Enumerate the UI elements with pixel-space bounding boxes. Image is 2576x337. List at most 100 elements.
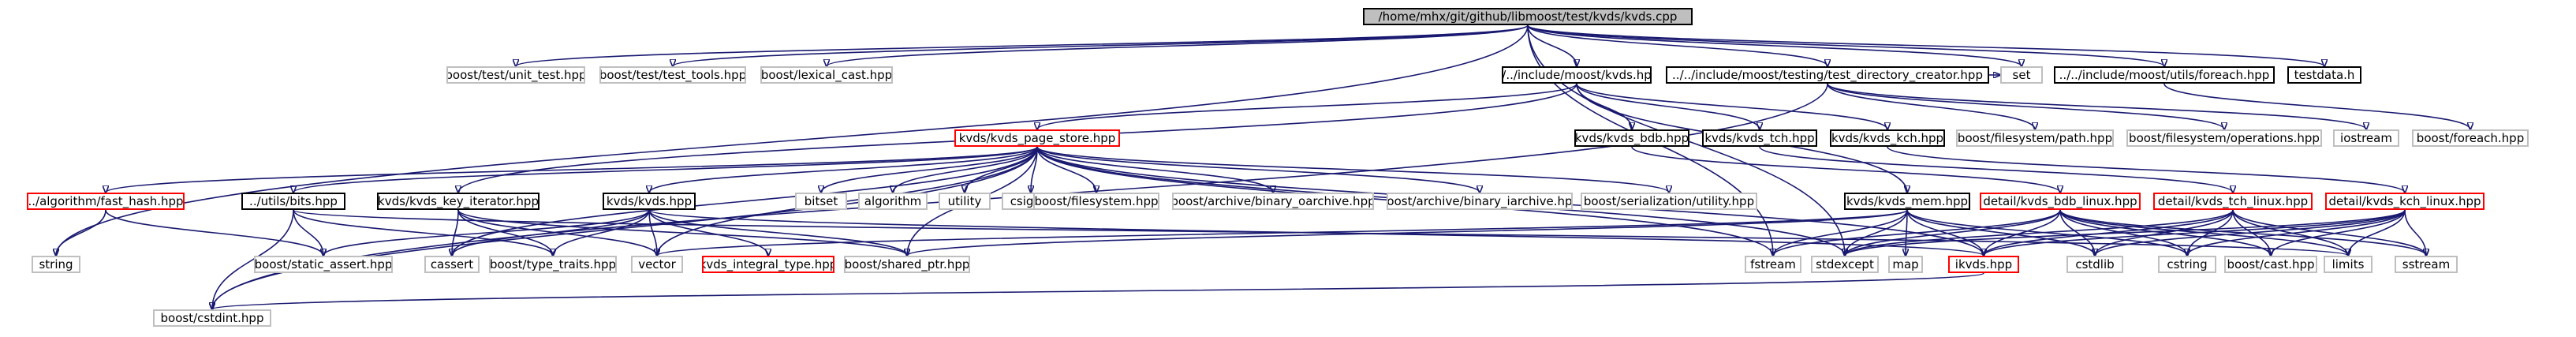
edge-page_store-to-bitset [821,146,1038,193]
node-bitset[interactable]: bitset [795,193,847,210]
edge-bdb_linux-to-stdexcept [1845,209,2061,256]
edge-kvds_kvds-to-integral_type [648,209,768,256]
node-boost-lexical-cast[interactable]: boost/lexical_cast.hpp [760,66,893,84]
edge-bdb_linux-to-fstream [1773,209,2061,256]
edge-fast_hash-to-static_assert [105,209,323,256]
edge-page_store-to-bin_iarchive [1036,146,1480,193]
edge-kvds_kvds-to-static_assert [323,209,650,256]
edge-kch_linux-to-ikvds [1984,209,2406,256]
node-kvds-bdb[interactable]: kvds/kvds_bdb.hpp [1574,129,1689,147]
node-utility[interactable]: utility [939,193,991,210]
node-cassert[interactable]: cassert [424,256,480,273]
node-kvds-cpp[interactable]: /home/mhx/git/github/libmoost/test/kvds/… [1363,8,1693,25]
edge-root-to-test_dir [1527,24,1827,66]
node-cstring[interactable]: cstring [2158,256,2216,273]
node-boost-test-test-tools[interactable]: boost/test/test_tools.hpp [599,66,746,84]
node-boost-test-unit-test[interactable]: boost/test/unit_test.hpp [446,66,585,84]
edge-kch_linux-to-sstream [2404,209,2426,256]
edge-kvds_mem-to-cstdlib [1906,209,2095,256]
node-boost-filesystem-operations[interactable]: boost/filesystem/operations.hpp [2126,129,2322,147]
edge-root-to-string [56,24,1529,256]
node-boost-cstdint[interactable]: boost/cstdint.hpp [153,309,271,327]
node-kvds-tch[interactable]: kvds/kvds_tch.hpp [1702,129,1817,147]
edge-key_iter-to-type_traits [457,209,553,256]
edge-kvds_mem-to-vector [657,209,1908,256]
node-boost-filesystem-path[interactable]: boost/filesystem/path.hpp [1956,129,2114,147]
edge-root-to-foreach_moost [1527,24,2164,66]
edge-kvds_hpp-to-kch_hpp [1576,83,1887,129]
edge-page_store-to-ser_utility [1036,146,1669,193]
edge-page_store-to-vector [657,146,1038,256]
node-testdata-h[interactable]: testdata.h [2287,66,2361,84]
node-kvds-kch[interactable]: kvds/kvds_kch.hpp [1830,129,1945,147]
edge-kvds_mem-to-shared_ptr [907,209,1908,256]
edge-root-to-test_tools [673,24,1529,66]
node-moost-kvds-hpp[interactable]: ../../include/moost/kvds.hpp [1502,66,1652,84]
node-kvds-kvds-hpp[interactable]: kvds/kvds.hpp [603,193,696,210]
node-boost-archive-binary-iarchive[interactable]: boost/archive/binary_iarchive.hpp [1387,193,1573,210]
node-boost-foreach[interactable]: boost/foreach.hpp [2412,129,2529,147]
node-boost-static-assert[interactable]: boost/static_assert.hpp [254,256,393,273]
edge-key_iter-to-shared_ptr [457,209,907,256]
edge-bits-to-type_traits [293,209,553,256]
edge-page_store-to-boost_fs [1036,146,1096,193]
edge-page_store-to-algorithm [893,146,1038,193]
edge-root-to-set [1527,24,2022,66]
node-ikvds[interactable]: ikvds.hpp [1948,256,2019,273]
edge-page_store-to-cassert [452,146,1038,256]
node-boost-type-traits[interactable]: boost/type_traits.hpp [489,256,617,273]
edge-page_store-to-bits [293,146,1038,193]
edge-kvds_hpp-to-page_store [1037,83,1577,129]
edge-kch_linux-to-cstring [2187,209,2406,256]
node-iostream[interactable]: iostream [2333,129,2399,147]
edge-bits-to-static_assert [293,209,323,256]
node-moost-utils-foreach[interactable]: ../../include/moost/utils/foreach.hpp [2054,66,2275,84]
node-cstdlib[interactable]: cstdlib [2066,256,2123,273]
node-map[interactable]: map [1888,256,1923,273]
edge-key_iter-to-vector [457,209,657,256]
node-detail-kvds-tch-linux[interactable]: detail/kvds_tch_linux.hpp [2153,193,2313,210]
edge-kch_linux-to-limits [2348,209,2406,256]
edge-kvds_mem-to-map [1906,209,1907,256]
node-string[interactable]: string [32,256,80,273]
node-kvds-key-iterator[interactable]: kvds/kvds_key_iterator.hpp [377,193,539,210]
node-detail-kvds-kch-linux[interactable]: detail/kvds_kch_linux.hpp [2325,193,2485,210]
node-set[interactable]: set [2000,66,2043,84]
node-stdexcept[interactable]: stdexcept [1811,256,1879,273]
node-boost-archive-binary-oarchive[interactable]: boost/archive/binary_oarchive.hpp [1172,193,1374,210]
edge-page_store-to-kvds_kvds [649,146,1038,193]
edge-kch_linux-to-boost_cast [2271,209,2406,256]
node-limits[interactable]: limits [2324,256,2373,273]
edge-ikvds-to-cstdint [212,272,1984,309]
edge-bits-to-cstdint [212,209,294,309]
edge-kvds_kvds-to-ikvds [648,209,1984,256]
node-boost-cast[interactable]: boost/cast.hpp [2224,256,2317,273]
edge-tch_linux-to-sstream [2232,209,2426,256]
edge-root-to-lexical_cast [827,24,1529,66]
node-boost-serialization-utility[interactable]: boost/serialization/utility.hpp [1581,193,1757,210]
edge-root-to-testdata [1527,24,2324,66]
edge-root-to-kvds_hpp [1527,24,1577,66]
node-vector[interactable]: vector [631,256,683,273]
edge-kvds_mem-to-fstream [1773,209,1908,256]
node-algorithm[interactable]: algorithm [858,193,928,210]
edge-test_dir-to-fs_ops [1827,83,2224,129]
edge-page_store-to-cstdint [212,146,1038,309]
edge-tch_hpp-to-tch_linux [1759,146,2233,193]
edge-kch_hpp-to-kch_linux [1887,146,2405,193]
node-sstream[interactable]: sstream [2395,256,2458,273]
node-kvds-page-store[interactable]: kvds/kvds_page_store.hpp [954,129,1120,147]
node-kvds-integral-type[interactable]: kvds_integral_type.hpp [702,256,834,273]
node-detail-kvds-bdb-linux[interactable]: detail/kvds_bdb_linux.hpp [1980,193,2141,210]
node-boost-shared-ptr[interactable]: boost/shared_ptr.hpp [844,256,970,273]
node-kvds-mem[interactable]: kvds/kvds_mem.hpp [1844,193,1970,210]
node-test-directory-creator[interactable]: ../../include/moost/testing/test_directo… [1666,66,1989,84]
node-algorithm-fast-hash[interactable]: ../algorithm/fast_hash.hpp [27,193,185,210]
edge-kch_linux-to-cstdlib [2095,209,2406,256]
edge-kvds_kvds-to-shared_ptr [648,209,907,256]
node-boost-filesystem[interactable]: boost/filesystem.hpp [1033,193,1159,210]
node-fstream[interactable]: fstream [1745,256,1801,273]
node-utils-bits[interactable]: ../utils/bits.hpp [241,193,345,210]
